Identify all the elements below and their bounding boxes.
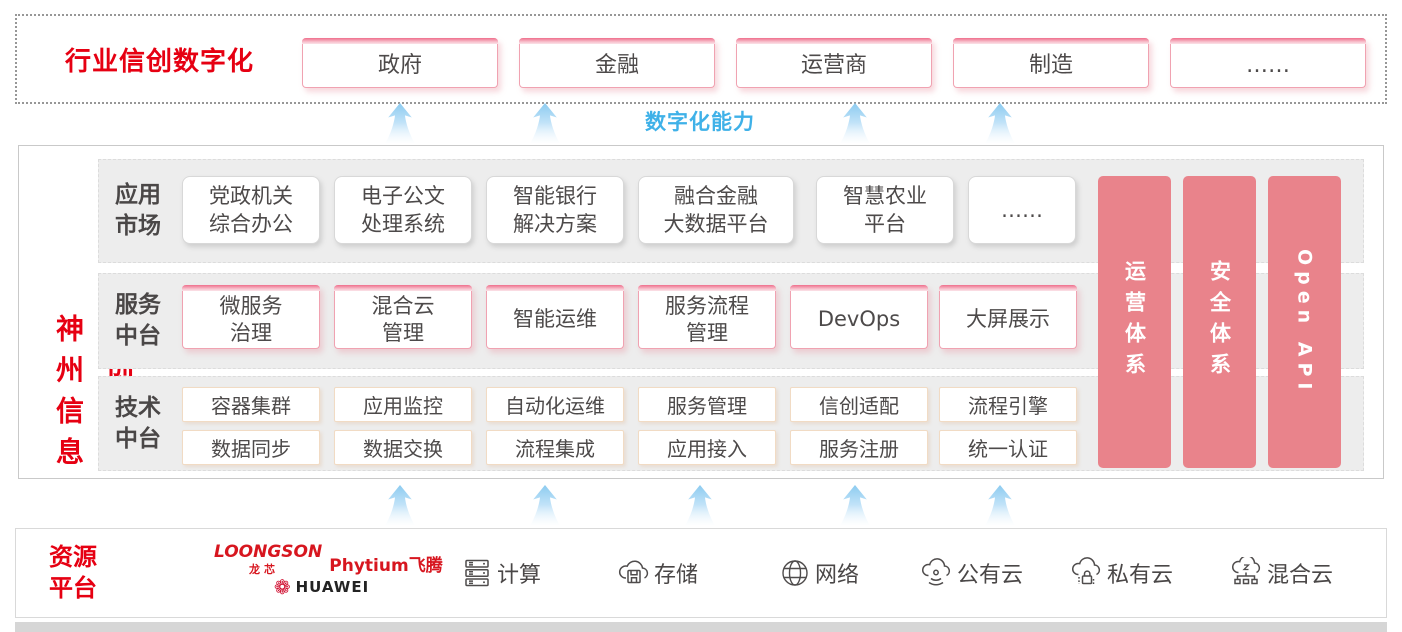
banner-title: 行业信创数字化 — [65, 46, 255, 77]
service-box: 服务流程管理 — [638, 285, 776, 349]
app-market-box: 电子公文处理系统 — [334, 176, 472, 244]
tech-box: 服务管理 — [638, 387, 776, 422]
tech-box: 流程集成 — [486, 430, 624, 465]
service-platform-band: 服务 中台 微服务治理 混合云管理 智能运维 服务流程管理 DevOps 大屏展… — [98, 273, 1364, 369]
storage-icon — [618, 560, 649, 584]
up-arrow-icon — [840, 103, 870, 143]
private-cloud-icon — [1072, 557, 1101, 585]
resource-platform-title: 资源 平台 — [49, 543, 97, 602]
service-box: 大屏展示 — [939, 285, 1077, 349]
band-label-app-market: 应用 市场 — [115, 182, 161, 239]
up-arrow-icon — [530, 103, 560, 143]
industry-label: 运营商 — [800, 52, 867, 78]
resource-item-compute: 计算 — [461, 529, 541, 617]
app-market-box: 智慧农业平台 — [816, 176, 954, 244]
tech-platform-band: 技术 中台 容器集群 应用监控 自动化运维 服务管理 信创适配 流程引擎 数据同… — [98, 376, 1364, 471]
industry-box-more: …… — [1170, 38, 1366, 88]
resource-platform-panel: 资源 平台 LOONGSON 龙芯 Phytium飞腾 ❁ HUAWEI 计算 — [15, 528, 1387, 618]
tech-box: 容器集群 — [182, 387, 320, 422]
app-market-box: 智能银行解决方案 — [486, 176, 624, 244]
network-icon — [782, 560, 808, 586]
tech-box: 数据同步 — [182, 430, 320, 465]
up-arrow-icon — [685, 485, 715, 525]
industry-label: 金融 — [594, 52, 639, 78]
band-label-tech: 技术 中台 — [115, 394, 161, 452]
industry-label: …… — [1246, 52, 1290, 78]
industry-label: 制造 — [1028, 52, 1073, 78]
service-box: 智能运维 — [486, 285, 624, 349]
pillar-open-api: Open API — [1268, 176, 1341, 468]
up-arrow-icon — [385, 103, 415, 143]
compute-server-icon — [465, 559, 489, 587]
tech-box: 统一认证 — [939, 430, 1077, 465]
resource-item-storage: 存储 — [616, 529, 698, 617]
up-arrow-icon — [530, 485, 560, 525]
industry-box-operator: 运营商 — [736, 38, 932, 88]
band-label-service: 服务 中台 — [115, 292, 161, 349]
industry-box-manufacturing: 制造 — [953, 38, 1149, 88]
industry-box-government: 政府 — [302, 38, 498, 88]
tech-box: 数据交换 — [334, 430, 472, 465]
loongson-logo: LOONGSON 龙芯 — [214, 542, 323, 576]
tech-box: 服务注册 — [790, 430, 928, 465]
app-market-box-more: …… — [968, 176, 1076, 244]
bottom-divider — [15, 622, 1387, 632]
resource-item-private-cloud: 私有云 — [1069, 529, 1173, 617]
pillar-operations-system: 运营体系 — [1098, 176, 1171, 468]
capability-label: 数字化能力 — [645, 110, 755, 134]
tech-box: 应用接入 — [638, 430, 776, 465]
up-arrow-icon — [985, 485, 1015, 525]
up-arrow-icon — [385, 485, 415, 525]
industry-banner: 行业信创数字化 政府 金融 运营商 制造 …… — [15, 14, 1387, 104]
service-box: DevOps — [790, 285, 928, 349]
hybrid-cloud-icon — [1232, 557, 1261, 585]
public-cloud-icon — [922, 558, 951, 586]
up-arrow-icon — [840, 485, 870, 525]
service-box: 混合云管理 — [334, 285, 472, 349]
tech-box: 流程引擎 — [939, 387, 1077, 422]
phytium-logo: Phytium飞腾 — [329, 556, 443, 576]
huawei-logo: ❁ HUAWEI — [273, 575, 370, 599]
app-market-box: 党政机关综合办公 — [182, 176, 320, 244]
tech-box: 应用监控 — [334, 387, 472, 422]
huawei-flower-icon: ❁ — [273, 575, 291, 599]
industry-label: 政府 — [377, 52, 422, 78]
tech-box: 信创适配 — [790, 387, 928, 422]
resource-item-public-cloud: 公有云 — [919, 529, 1023, 617]
industry-box-finance: 金融 — [519, 38, 715, 88]
app-market-box: 融合金融大数据平台 — [638, 176, 794, 244]
resource-item-network: 网络 — [779, 529, 859, 617]
app-market-band: 应用 市场 党政机关综合办公 电子公文处理系统 智能银行解决方案 融合金融大数据… — [98, 159, 1364, 263]
pillar-security-system: 安全体系 — [1183, 176, 1256, 468]
up-arrow-icon — [985, 103, 1015, 143]
resource-item-hybrid-cloud: 混合云 — [1229, 529, 1333, 617]
tech-box: 自动化运维 — [486, 387, 624, 422]
service-box: 微服务治理 — [182, 285, 320, 349]
